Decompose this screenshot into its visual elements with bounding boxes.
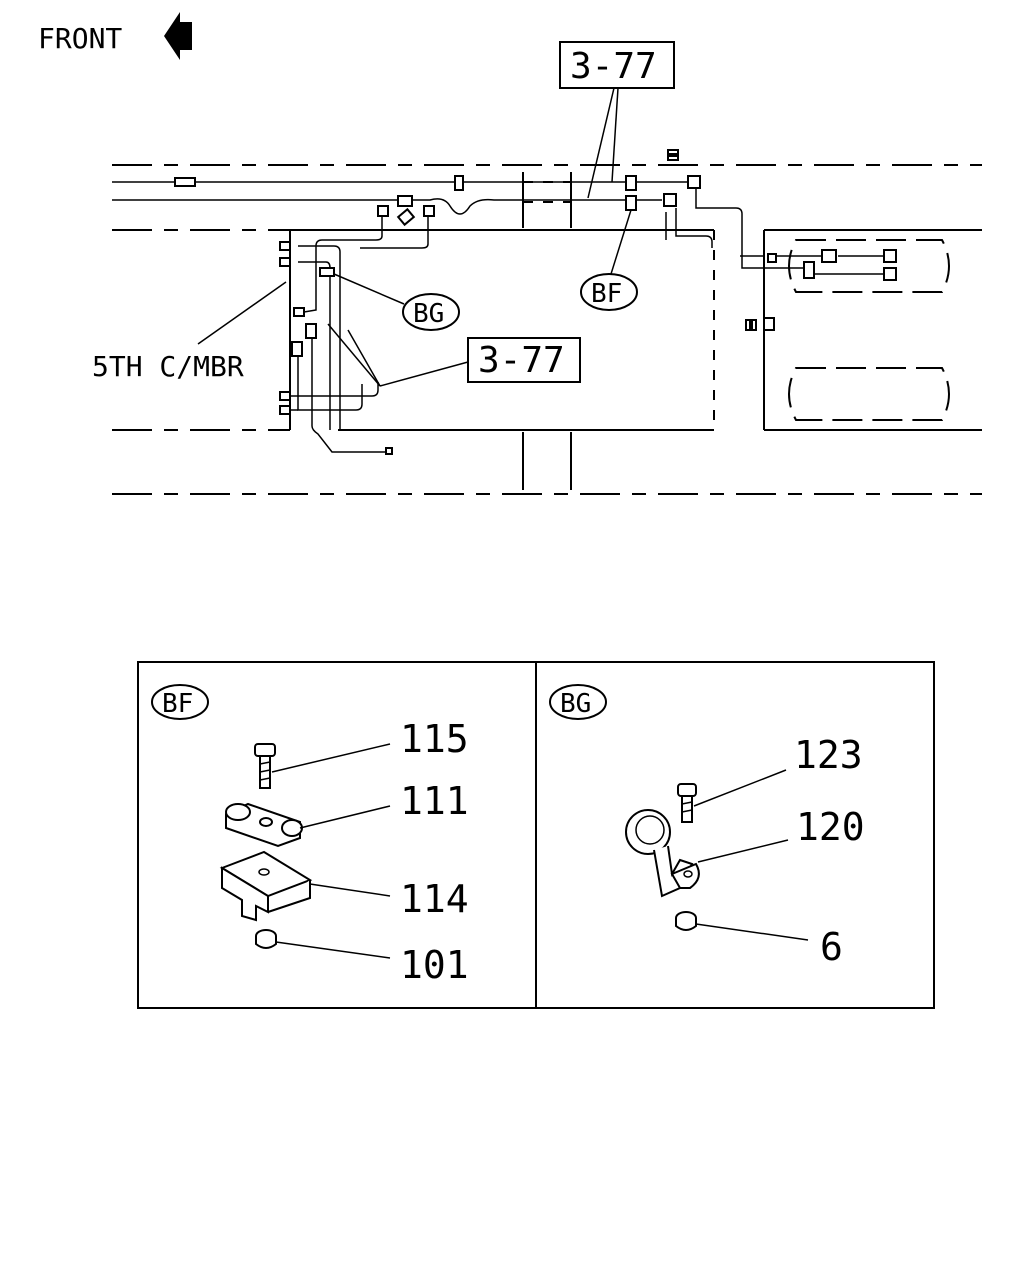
clip-icon <box>225 802 303 848</box>
ref-label-mid: 3-77 <box>478 340 565 381</box>
bracket-icon <box>219 850 313 922</box>
detail-bg: BG 123 120 6 <box>549 684 865 969</box>
nut-icon <box>675 911 697 931</box>
part-number-115: 115 <box>400 717 469 761</box>
callout-bf <box>580 273 638 311</box>
pipe-fittings <box>174 149 897 455</box>
brake-pipes <box>112 181 884 453</box>
ref-box-top <box>559 41 675 89</box>
front-label: FRONT <box>38 22 122 55</box>
bolt-icon <box>677 783 697 823</box>
part-number-101: 101 <box>400 943 469 987</box>
bolt-icon <box>254 743 276 789</box>
part-number-6: 6 <box>820 925 843 969</box>
left-arrow-icon <box>164 12 192 60</box>
detail-bg-title: BG <box>560 689 591 719</box>
clamp-icon <box>625 809 700 898</box>
ref-label-top: 3-77 <box>570 46 657 87</box>
part-number-111: 111 <box>400 779 469 823</box>
part-number-123: 123 <box>794 733 863 777</box>
callout-bg <box>402 293 460 331</box>
ref-box-mid <box>467 337 581 383</box>
nut-icon <box>255 929 277 949</box>
part-number-114: 114 <box>400 877 469 921</box>
part-number-120: 120 <box>796 805 865 849</box>
callout-bf-label: BF <box>591 279 622 309</box>
callout-bg-label: BG <box>413 299 444 329</box>
detail-bf: BF 115 111 114 <box>151 684 469 987</box>
frame-rails <box>112 164 982 495</box>
member-label: 5TH C/MBR <box>92 350 244 383</box>
detail-bf-title: BF <box>162 689 193 719</box>
